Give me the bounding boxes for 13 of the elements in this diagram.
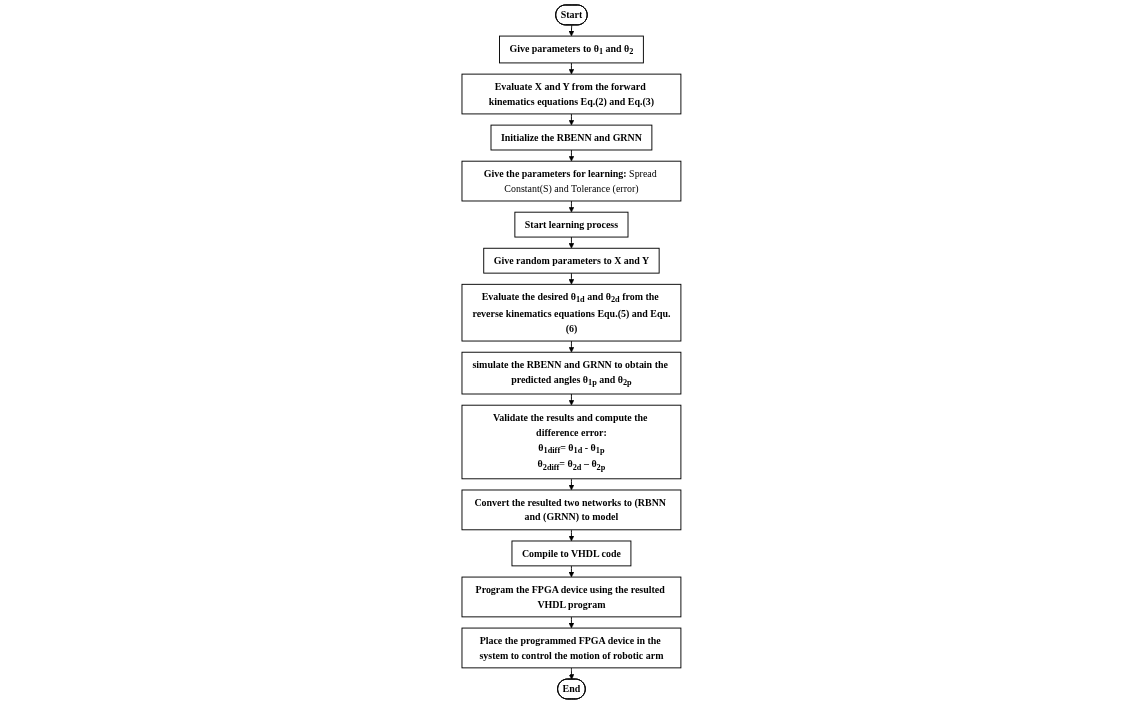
node-box: Evaluate the desired θ$_{1d}$ and θ$_{2d}$ from the reverse kinematics equations Equ.(5) and Equ.(6) [461,283,681,342]
node-box: Start learning process [513,211,629,238]
node-box: Convert the resulted two networks to (RBNN and (GRNN) to model [461,489,681,531]
node-box: simulate the RBENN and GRNN to obtain the predicted angles θ$_{1p}$ and θ$_{2p}$ [461,351,681,395]
node-box: Initialize the RBENN and GRNN [490,124,652,151]
node-box: Evaluate X and Y from the forward kinematics equations Eq.(2) and Eq.(3) [461,73,681,115]
node-box: Give the parameters for learning: Spread Constant(S) and Tolerance (error) [461,160,681,202]
node-box: Give random parameters to X and Y [482,247,660,274]
node-box: Place the programmed FPGA device in the system to control the motion of robotic arm [461,627,681,669]
node-box: Give parameters to θ$_{1}$ and θ$_{2}$ [498,35,644,64]
node-box: Compile to VHDL code [511,540,631,567]
node-box: Validate the results and compute the difference error: θ$_{1diff}$= θ$_{1d}$ - θ$_{1p}$ θ$_{2diff}$= θ$_{2d}$ – θ$_{2p}$ [461,404,681,480]
node-box: Program the FPGA device using the resulted VHDL program [461,576,681,618]
